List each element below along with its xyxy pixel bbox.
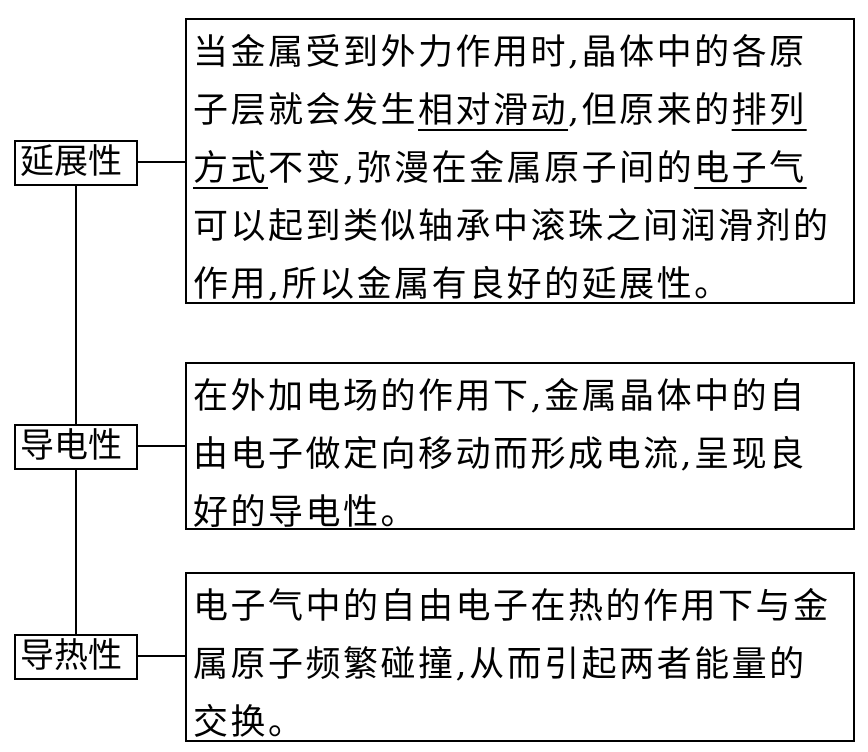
description-line: 当金属受到外力作用时,晶体中的各原 (193, 24, 847, 82)
text-segment: 属原子频繁碰撞,从而引起两者能量的 (193, 645, 807, 685)
text-segment: 作用,所以金属有良好的延展性。 (193, 265, 732, 305)
description-line: 方式不变,弥漫在金属原子间的电子气 (193, 140, 847, 198)
description-line: 在外加电场的作用下,金属晶体中的自 (193, 368, 847, 426)
text-segment: 在外加电场的作用下,金属晶体中的自 (193, 377, 807, 417)
description-line: 电子气中的自由电子在热的作用下与金 (193, 578, 847, 636)
description-line: 可以起到类似轴承中滚珠之间润滑剂的 (193, 198, 847, 256)
label-thermal-conductivity: 导热性 (14, 634, 138, 680)
text-segment: 由电子做定向移动而形成电流,呈现良 (193, 435, 807, 475)
description-line: 作用,所以金属有良好的延展性。 (193, 256, 847, 314)
underlined-keyword: 方式 (193, 149, 269, 189)
description-line: 属原子频繁碰撞,从而引起两者能量的 (193, 636, 847, 694)
description-thermal-conductivity: 电子气中的自由电子在热的作用下与金属原子频繁碰撞,从而引起两者能量的交换。 (185, 572, 855, 743)
description-line: 子层就会发生相对滑动,但原来的排列 (193, 82, 847, 140)
description-line: 由电子做定向移动而形成电流,呈现良 (193, 426, 847, 484)
label-conductivity: 导电性 (14, 424, 138, 470)
underlined-keyword: 电子气 (694, 149, 807, 189)
text-segment: 好的导电性。 (193, 493, 419, 533)
text-segment: 电子气中的自由电子在热的作用下与金 (193, 587, 831, 627)
description-ductility: 当金属受到外力作用时,晶体中的各原子层就会发生相对滑动,但原来的排列方式不变,弥… (185, 18, 855, 305)
underlined-keyword: 排列 (731, 91, 807, 131)
text-segment: 不变,弥漫在金属原子间的 (268, 149, 695, 189)
label-ductility: 延展性 (14, 140, 138, 186)
text-segment: 交换。 (193, 703, 306, 743)
text-segment: 子层就会发生 (193, 91, 419, 131)
description-line: 交换。 (193, 694, 847, 752)
text-segment: 当金属受到外力作用时,晶体中的各原 (193, 33, 807, 73)
description-line: 好的导电性。 (193, 484, 847, 542)
text-segment: ,但原来的 (568, 91, 732, 131)
description-conductivity: 在外加电场的作用下,金属晶体中的自由电子做定向移动而形成电流,呈现良好的导电性。 (185, 362, 855, 533)
underlined-keyword: 相对滑动 (418, 91, 569, 131)
text-segment: 可以起到类似轴承中滚珠之间润滑剂的 (193, 207, 831, 247)
